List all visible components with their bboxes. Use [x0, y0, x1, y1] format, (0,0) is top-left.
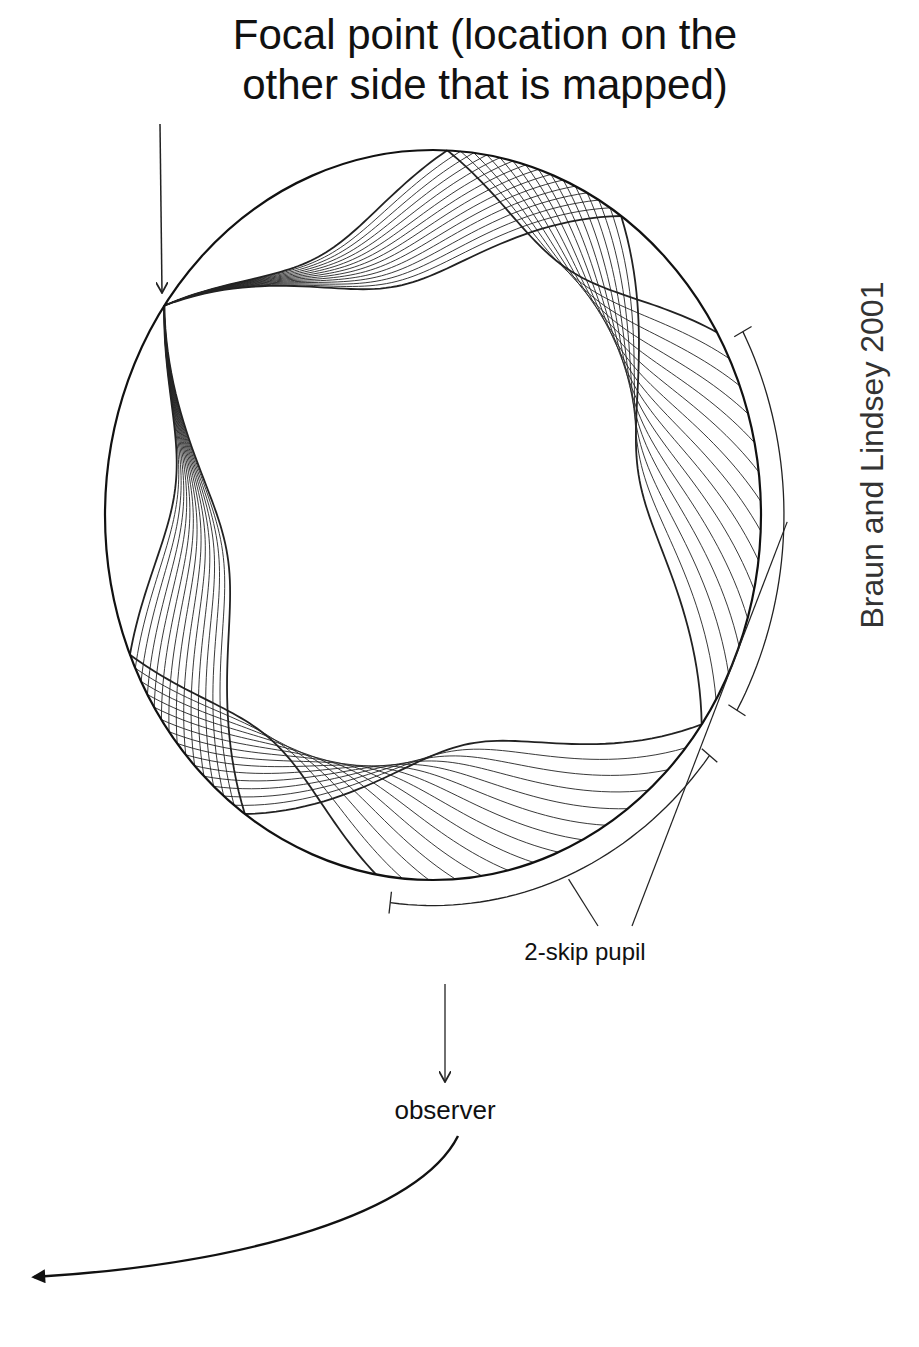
ray-path	[164, 158, 500, 306]
ray-path	[164, 165, 525, 306]
ray-path	[164, 155, 487, 306]
ray-path	[164, 216, 621, 306]
ray-path	[147, 306, 183, 695]
ray-path	[164, 186, 575, 305]
pupil-bracket	[390, 755, 709, 905]
pupil-bracket	[737, 332, 784, 711]
label-anchor: Focal point (location on the other side …	[229, 10, 742, 110]
callout-label: observer	[394, 1095, 495, 1125]
callout-label: 2-skip pupil	[524, 938, 645, 966]
curved-arrow	[34, 1136, 458, 1277]
bracket-tick	[728, 705, 745, 716]
bracket-tick	[389, 892, 391, 914]
pointer-arrow	[160, 124, 162, 293]
ray-path	[538, 169, 760, 531]
ray-path	[551, 174, 759, 560]
leader-line	[569, 879, 598, 926]
ray-path	[245, 724, 702, 814]
ray-path	[177, 743, 558, 852]
ray-path	[147, 695, 455, 880]
ray-path	[164, 208, 610, 306]
ray-path	[610, 208, 716, 700]
title-callout: Focal point (location on the other side …	[229, 10, 742, 110]
ray-path	[214, 761, 649, 792]
ray-path	[487, 155, 748, 414]
pupil-brackets	[389, 327, 787, 926]
ray-path	[599, 200, 729, 673]
ray-path	[161, 306, 189, 720]
label-anchor: observer	[394, 1095, 495, 1125]
ray-path	[135, 306, 178, 669]
leader-line	[632, 522, 787, 926]
label-anchor: 2-skip pupil	[524, 938, 645, 966]
ray-path	[563, 180, 754, 590]
bracket-tick	[734, 327, 751, 337]
ray-path	[234, 748, 685, 806]
ray-path	[154, 707, 482, 876]
ray-path	[164, 306, 234, 806]
pointer-arrow	[444, 984, 445, 1082]
ray-path	[575, 186, 747, 618]
ray-path	[474, 153, 740, 386]
ray-path	[195, 766, 606, 826]
ray-path	[224, 756, 668, 797]
label-anchor: Braun and Lindsey 2001	[853, 282, 891, 629]
sun-outline	[105, 150, 761, 880]
ray-path	[204, 764, 628, 808]
ray-path	[621, 216, 702, 724]
ray-path	[164, 306, 245, 814]
ray-path	[500, 158, 755, 443]
ray-path	[587, 193, 739, 646]
bracket-tick	[702, 749, 718, 762]
ray-path	[141, 306, 181, 682]
credit-text: Braun and Lindsey 2001	[853, 282, 891, 629]
